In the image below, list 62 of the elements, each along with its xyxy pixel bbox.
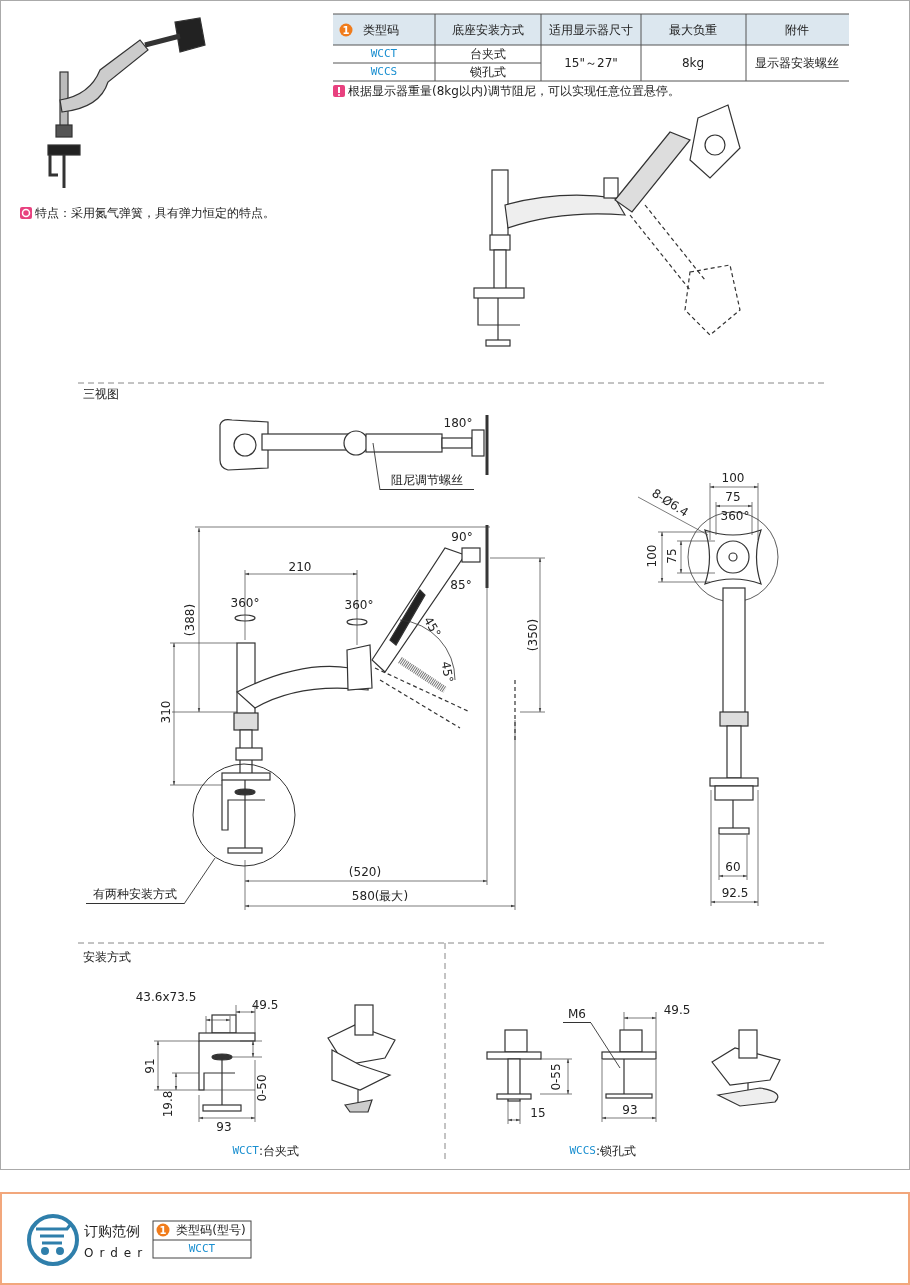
detail-circle	[192, 763, 296, 867]
dimension-text: 0-55	[548, 1063, 564, 1091]
dimension-text: 90°	[451, 529, 473, 545]
number-badge: 1	[156, 1223, 170, 1237]
dimension-text: 49.5	[251, 997, 279, 1013]
table-text: 锁孔式	[470, 64, 506, 80]
table-text: 8kg	[681, 55, 705, 71]
dimension-text: 91	[142, 1058, 158, 1074]
dimension-text: 360°	[344, 597, 374, 613]
callout-text: 有两种安装方式	[86, 887, 184, 904]
model-code: WCCS	[569, 1144, 596, 1158]
note-text: 根据显示器重量(8kg以内)调节阻尼，可以实现任意位置悬停。	[348, 83, 680, 99]
model-code: WCCT	[370, 47, 398, 61]
dimension-text: (520)	[348, 864, 382, 880]
section-title: 订购范例	[84, 1222, 140, 1240]
leader-line	[372, 442, 381, 491]
dimension-text: 580(最大)	[351, 888, 409, 904]
section-title: 三视图	[83, 386, 119, 402]
dimension-text: 43.6x73.5	[135, 989, 197, 1005]
dimension-text: :台夹式	[259, 1143, 300, 1159]
dimension-text: 15	[530, 1105, 546, 1121]
dimension-text: 49.5	[663, 1002, 691, 1018]
dimension-text: 92.5	[721, 885, 749, 901]
leader-line	[183, 857, 216, 905]
leader-line	[590, 1022, 621, 1069]
dimension-text: 45°	[420, 614, 444, 640]
dimension-text: 210	[288, 559, 312, 575]
dimension-text: 19.8	[160, 1090, 176, 1118]
dimension-text: 360°	[230, 595, 260, 611]
dimension-text: 310	[158, 700, 174, 724]
dimension-text: 180°	[443, 415, 473, 431]
dimension-text: (388)	[182, 603, 198, 637]
table-text: 附件	[785, 22, 809, 38]
dimension-text: 100	[644, 544, 660, 568]
model-code: WCCT	[188, 1242, 216, 1256]
model-code: WCCT	[232, 1144, 259, 1158]
dimension-text: 100	[721, 470, 745, 486]
label-text: 类型码(型号)	[176, 1222, 246, 1238]
dimension-text: 85°	[450, 577, 472, 593]
dimension-text: 93	[216, 1119, 232, 1135]
table-text: 类型码	[363, 22, 399, 38]
note-text: 特点：采用氮气弹簧，具有弹力恒定的特点。	[35, 205, 275, 221]
model-code: WCCS	[370, 65, 398, 79]
dimension-text: 75	[725, 489, 741, 505]
table-text: 15"～27"	[564, 55, 618, 71]
section-title: 安装方式	[83, 949, 131, 965]
dimension-text: 0-50	[254, 1074, 270, 1102]
dimension-text: (350)	[525, 618, 541, 652]
table-text: 最大负重	[669, 22, 717, 38]
order-subtitle: Order	[84, 1245, 149, 1261]
part-label: M6	[563, 1007, 591, 1023]
table-text: 底座安装方式	[452, 22, 524, 38]
table-text: 显示器安装螺丝	[755, 55, 839, 71]
dimension-text: 93	[622, 1102, 638, 1118]
dimension-text: 45°	[438, 660, 456, 684]
dimension-text: 360°	[720, 508, 750, 524]
dimension-text: 75	[664, 548, 680, 564]
part-label: 阻尼调节螺丝	[380, 473, 474, 490]
dimension-text: 60	[725, 859, 741, 875]
dimension-text: :锁孔式	[596, 1143, 637, 1159]
table-text: 适用显示器尺寸	[549, 22, 633, 38]
table-text: 台夹式	[470, 46, 506, 62]
